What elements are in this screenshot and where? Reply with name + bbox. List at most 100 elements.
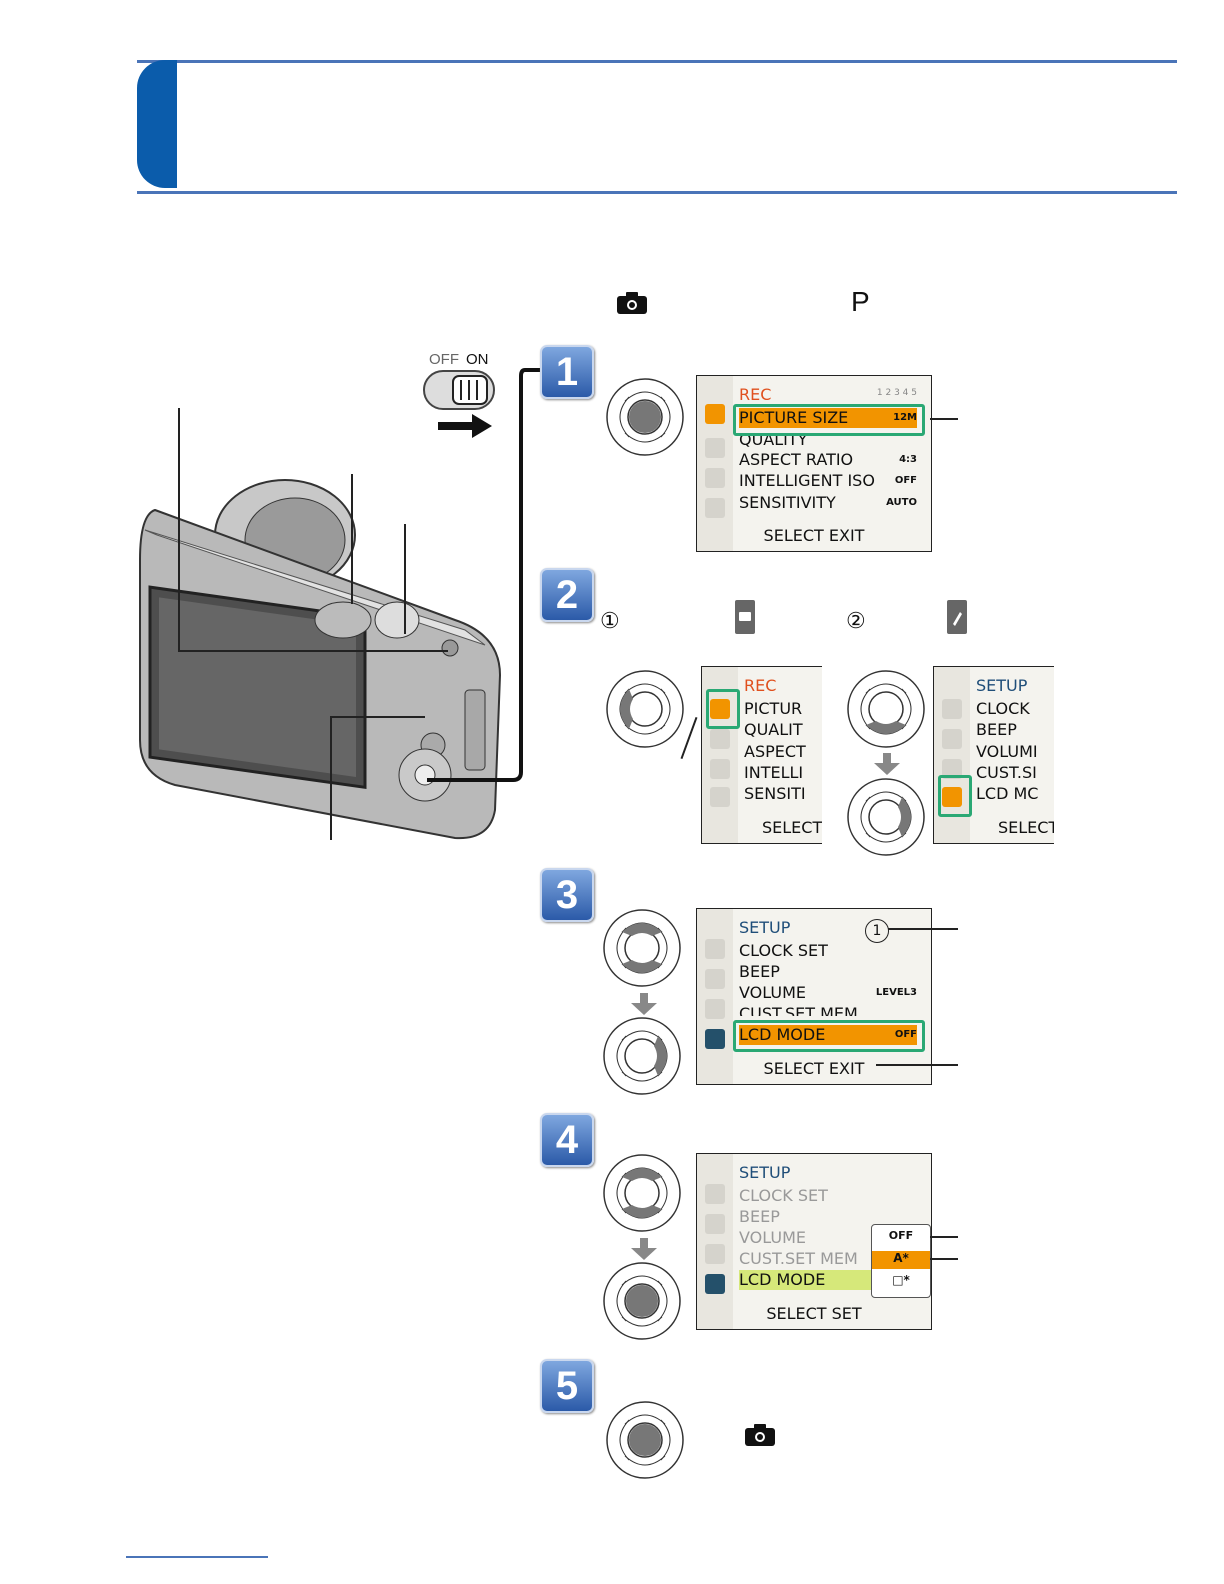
cursor-pad-down: [846, 669, 926, 754]
menu-item-value: AUTO: [886, 497, 917, 508]
menu-item: QUALIT: [744, 720, 803, 739]
switch-off-label: OFF: [429, 351, 459, 368]
menu-item-value: OFF: [894, 1029, 917, 1040]
page-indicator: 1 2 3 4 5: [876, 388, 917, 398]
menu-item: CUST.SI: [976, 763, 1037, 782]
menu-item-value: LEVEL3: [875, 987, 917, 998]
menu-title: REC: [739, 385, 772, 404]
menu-item-value: 4:3: [899, 454, 917, 465]
rec-tab-icon: [705, 1184, 725, 1204]
setup-tab-icon: [705, 1274, 725, 1294]
menu-item: BEEP: [976, 720, 1017, 739]
menu-item-lcd-mode: LCD MODE: [739, 1270, 871, 1290]
menu-item: PICTUR: [744, 699, 803, 718]
menu-item: VOLUME: [739, 1228, 806, 1247]
menu-item-label: ASPECT RATIO: [739, 450, 854, 469]
menu-item: CLOCK SET: [739, 1186, 828, 1205]
custom-tab-icon: [705, 468, 725, 488]
menu-tab-bar: [697, 376, 733, 551]
menu-item: CUST.SET MEM: [739, 1249, 858, 1268]
menu-item-intelligent-iso: INTELLIGENT ISO OFF: [739, 471, 917, 491]
cursor-pad-updown: [602, 1153, 682, 1238]
leader-line-3: [404, 524, 406, 634]
leader-line-4: [330, 716, 332, 840]
option-power-lcd: A*: [872, 1251, 930, 1269]
menu-item-value: 12M: [893, 412, 917, 423]
step-badge-5: 5: [540, 1359, 594, 1413]
setup-tab-icon: [705, 1029, 725, 1049]
program-mode-symbol: P: [851, 286, 870, 317]
step-badge-1: 1: [540, 345, 594, 399]
selection-frame: [733, 1020, 925, 1052]
motion-tab-icon: [705, 1214, 725, 1234]
rec-tab-icon: [705, 404, 725, 424]
leader-line-4b: [330, 716, 425, 718]
motion-tab-icon: [705, 969, 725, 989]
rec-menu-screen: REC 1 2 3 4 5 PICTURE SIZE 12M QUALITY A…: [696, 375, 932, 552]
custom-tab-icon: [705, 999, 725, 1019]
menu-item-value: OFF: [894, 475, 917, 486]
selection-frame: [706, 689, 740, 729]
cursor-pad-left: [605, 669, 685, 754]
custom-tab-icon: [942, 759, 962, 779]
power-switch-icon: [423, 370, 495, 415]
selection-frame: [733, 404, 925, 436]
cursor-pad-center: [605, 1400, 685, 1485]
step-badge-2: 2: [540, 568, 594, 622]
leader-line-1b: [178, 650, 448, 652]
menu-item-label: INTELLIGENT ISO: [739, 471, 875, 490]
rec-tab-symbol-icon: [735, 600, 755, 639]
page-marker-circle: 1: [865, 919, 889, 943]
menu-item: VOLUMI: [976, 742, 1038, 761]
setup-tab-icon: [942, 787, 962, 807]
menu-tab-bar: [697, 909, 733, 1084]
cursor-pad-center: [602, 1261, 682, 1346]
title-bar: [137, 60, 1177, 194]
menu-title: SETUP: [739, 918, 791, 937]
custom-tab-icon: [705, 1244, 725, 1264]
menu-footer: SELECT SET: [766, 1304, 862, 1323]
motion-tab-icon: [710, 729, 730, 749]
menu-footer: SELECT: [762, 818, 822, 837]
menu-title: REC: [744, 676, 777, 695]
leader-line-1: [178, 408, 180, 652]
menu-item-clock-set: CLOCK SET: [739, 941, 828, 960]
menu-footer: SELECT EXIT: [763, 526, 865, 545]
menu-footer: SELECT EXIT: [763, 1059, 865, 1078]
step2-sub2-marker: ②: [846, 608, 866, 633]
title-accent-tab: [137, 60, 177, 188]
cursor-pad-step1: [605, 377, 685, 462]
menu-item: INTELLI: [744, 763, 804, 782]
step-badge-4: 4: [540, 1113, 594, 1167]
selection-frame: [938, 775, 972, 817]
menu-item: ASPECT: [744, 742, 806, 761]
custom-tab-icon: [710, 759, 730, 779]
menu-item-aspect-ratio: ASPECT RATIO 4:3: [739, 450, 917, 470]
leader-line-2: [351, 474, 353, 604]
menu-tab-bar: [697, 1154, 733, 1329]
camera-rec-icon: [744, 1423, 776, 1452]
motion-tab-icon: [942, 729, 962, 749]
leader-step1: [930, 418, 958, 420]
leader-step4-b: [930, 1258, 958, 1260]
menu-item-picture-size: PICTURE SIZE 12M: [739, 408, 917, 428]
menu-footer: SELECT: [998, 818, 1054, 837]
cursor-pad-updown: [602, 908, 682, 993]
setup-menu-crop-screen: SETUP CLOCK BEEP VOLUMI CUST.SI LCD MC S…: [933, 666, 1054, 844]
camera-illustration: [135, 470, 515, 855]
rec-tab-icon: [942, 699, 962, 719]
menu-title: SETUP: [976, 676, 1028, 695]
step-badge-3: 3: [540, 868, 594, 922]
option-high-angle: □*: [892, 1273, 910, 1287]
menu-item: CLOCK: [976, 699, 1030, 718]
setup-tab-symbol-icon: [947, 600, 967, 639]
option-off: OFF: [888, 1229, 914, 1242]
down-arrow-icon: [874, 753, 900, 780]
footer-rule: [126, 1556, 268, 1558]
cursor-pad-right: [602, 1016, 682, 1101]
rec-tab-icon: [705, 939, 725, 959]
menu-tab-bar: [934, 667, 970, 843]
menu-item-label: PICTURE SIZE: [739, 408, 849, 427]
